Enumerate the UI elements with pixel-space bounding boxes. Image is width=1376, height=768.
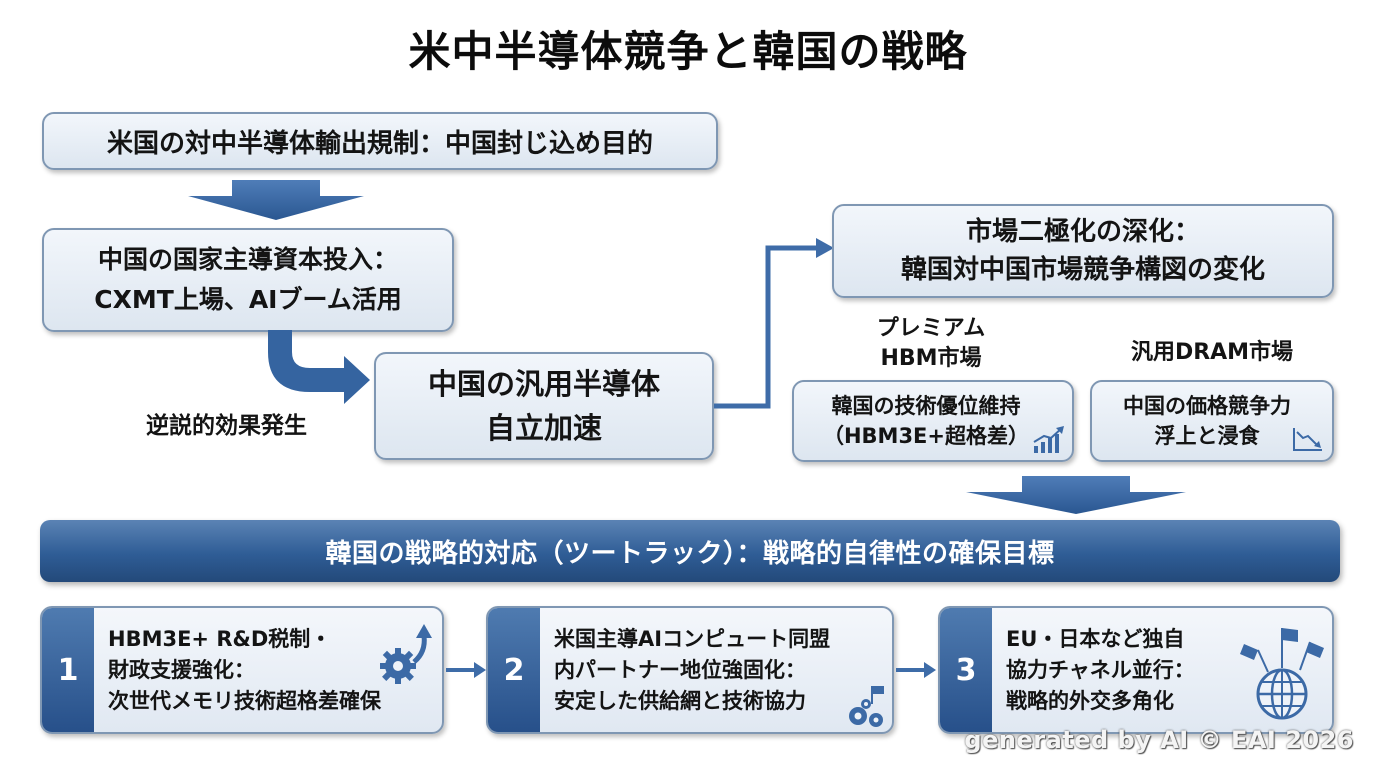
strategy-1-line-3: 次世代メモリ技術超格差確保 (108, 689, 381, 713)
premium-box: 韓国の技術優位維持 （HBM3E+超格差） (792, 380, 1074, 462)
general-dram-heading: 汎用DRAM市場 (1130, 340, 1294, 365)
self-reliance-line-1: 中国の汎用半導体 (427, 367, 660, 401)
polarization-line-1: 市場二極化の深化： (965, 217, 1200, 247)
card-arrow-2 (896, 662, 936, 678)
premium-box-line-1: 韓国の技術優位維持 (831, 394, 1021, 418)
export-control-text: 米国の対中半導体輸出規制：中国封じ込め目的 (106, 128, 653, 159)
premium-box-line-2: （HBM3E+超格差） (822, 424, 1030, 448)
general-dram-line-1: 中国の価格競争力 (1123, 394, 1291, 418)
strategy-2-line-2: 内パートナー地位強固化： (554, 658, 806, 682)
investment-line-1: 中国の国家主導資本投入： (97, 245, 398, 274)
polarization-box: 市場二極化の深化： 韓国対中国市場競争構図の変化 (832, 204, 1334, 298)
general-dram-line-2: 浮上と浸食 (1154, 424, 1260, 448)
strategy-2-line-3: 安定した供給網と技術協力 (554, 689, 806, 713)
strategy-1-line-1: HBM3E+ R&D税制・ (108, 627, 332, 651)
watermark: generated by AI © EAI 2026 (964, 726, 1354, 754)
strategy-banner-text: 韓国の戦略的対応（ツートラック）：戦略的自律性の確保目標 (325, 538, 1055, 569)
card-arrow-1 (446, 662, 486, 678)
strategy-card-1: 1 HBM3E+ R&D税制・ 財政支援強化： 次世代メモリ技術超格差確保 (40, 606, 444, 734)
strategy-2-line-1: 米国主導AIコンピュート同盟 (554, 627, 831, 651)
bar-chart-up-icon (1033, 426, 1064, 453)
strategy-number-1: 1 (42, 608, 94, 732)
strategy-3-line-3: 戦略的外交多角化 (1006, 689, 1174, 713)
self-reliance-line-2: 自立加速 (485, 411, 602, 445)
strategy-3-line-1: EU・日本など独自 (1006, 627, 1185, 651)
strategy-card-2: 2 米国主導AIコンピュート同盟 内パートナー地位強固化： 安定した供給網と技術… (486, 606, 894, 734)
connector-arrow (714, 238, 834, 409)
polarization-line-2: 韓国対中国市場競争構図の変化 (900, 255, 1265, 285)
strategy-1-line-2: 財政支援強化： (108, 658, 255, 682)
reverse-effect-label: 逆説的効果発生 (146, 413, 307, 439)
globe-flags-icon (1240, 628, 1324, 720)
gear-arrow-up-icon (380, 624, 432, 684)
strategy-number-2: 2 (488, 608, 540, 732)
down-arrow-1 (188, 180, 364, 220)
strategy-card-3: 3 EU・日本など独自 協力チャネル並行： 戦略的外交多角化 (938, 606, 1334, 734)
premium-heading-line-1: プレミアム (876, 316, 986, 341)
self-reliance-box: 中国の汎用半導体 自立加速 (374, 352, 714, 460)
strategy-3-line-2: 協力チャネル並行： (1006, 658, 1195, 682)
chart-down-icon (1293, 428, 1322, 451)
investment-box: 中国の国家主導資本投入： CXMT上場、AIブーム活用 (42, 228, 454, 332)
strategy-number-3: 3 (940, 608, 992, 732)
strategy-banner: 韓国の戦略的対応（ツートラック）：戦略的自律性の確保目標 (40, 520, 1340, 582)
gears-flag-icon (849, 686, 884, 727)
premium-heading-line-2: HBM市場 (880, 346, 982, 371)
page-title: 米中半導体競争と韓国の戦略 (408, 27, 968, 76)
curved-arrow (268, 330, 370, 404)
general-dram-box: 中国の価格競争力 浮上と浸食 (1090, 380, 1334, 462)
down-arrow-2 (966, 476, 1186, 514)
export-control-box: 米国の対中半導体輸出規制：中国封じ込め目的 (42, 112, 718, 170)
investment-line-2: CXMT上場、AIブーム活用 (94, 285, 402, 314)
premium-heading: プレミアム HBM市場 (836, 314, 1026, 374)
